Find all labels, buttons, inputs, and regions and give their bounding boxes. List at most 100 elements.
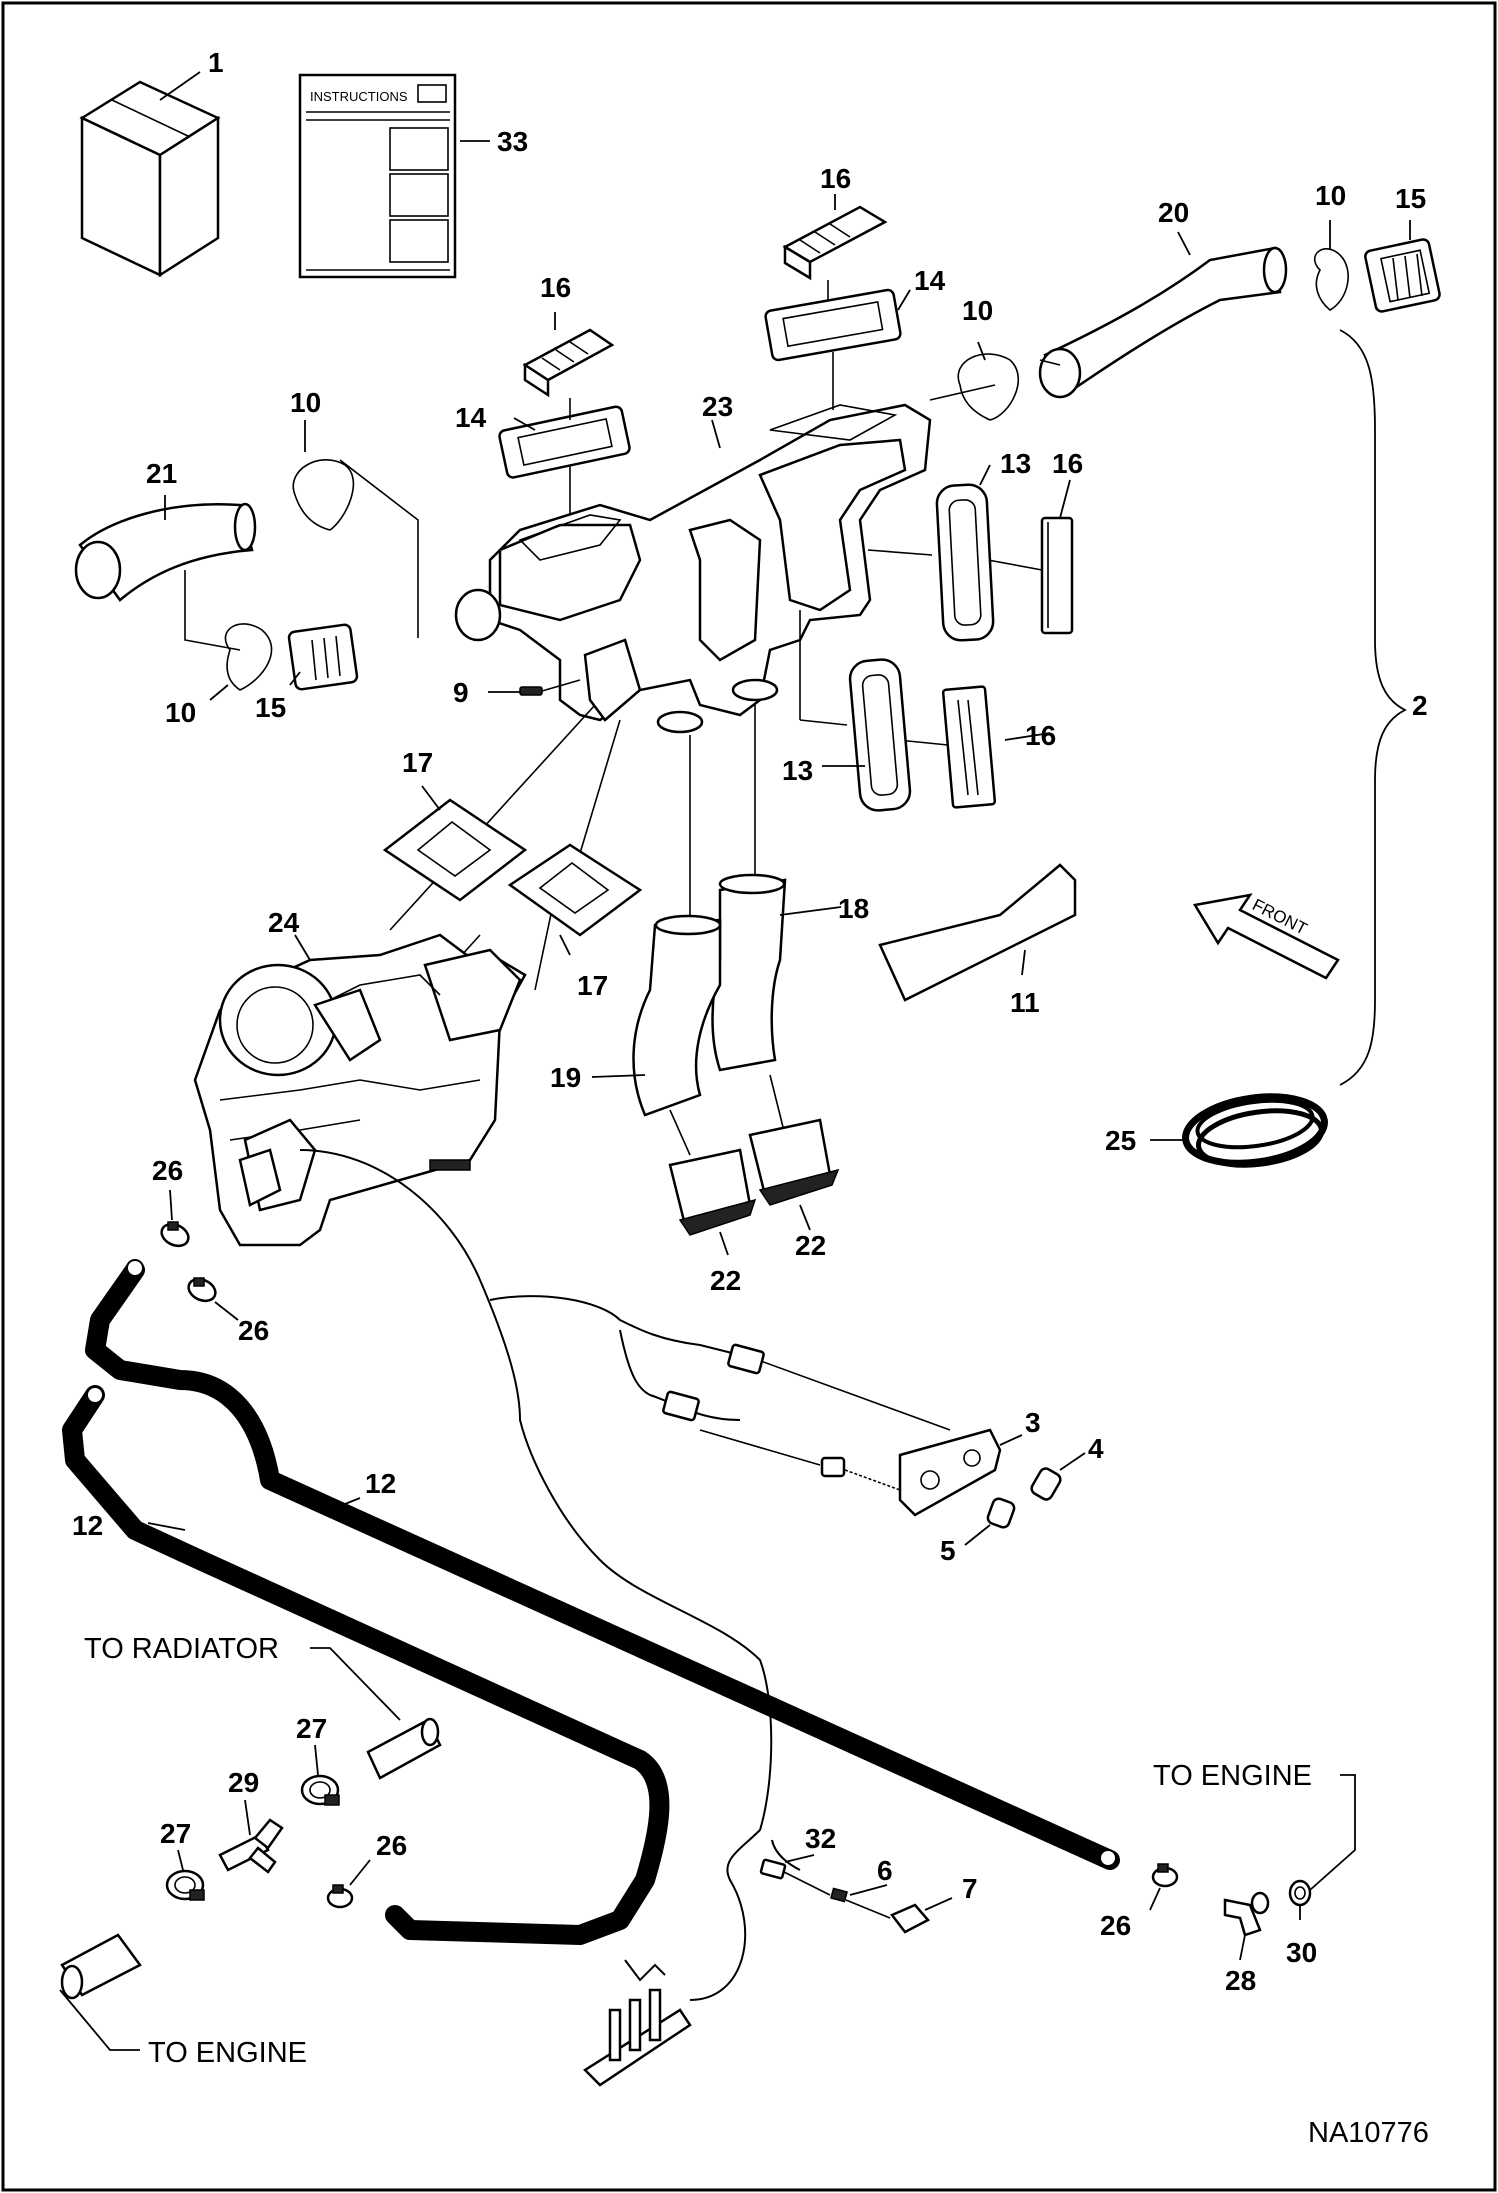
part-23-duct-assembly: [454, 403, 932, 734]
connector-lower: [662, 1390, 700, 1422]
callout-19: 19: [550, 1062, 581, 1093]
wire-harness-branch-upper: [489, 1295, 741, 1356]
callout-25: 25: [1105, 1125, 1136, 1156]
callout-10-upper-left: 10: [290, 387, 321, 418]
part-22-vent-right: [748, 1118, 840, 1206]
part-10-clamp-middle: [957, 353, 1020, 421]
part-17-gasket-upper: [382, 798, 528, 902]
to-radiator-label: TO RADIATOR: [84, 1633, 279, 1665]
callout-29: 29: [228, 1767, 259, 1798]
wire-harness-main: [299, 1149, 773, 2001]
callout-32: 32: [805, 1823, 836, 1854]
callout-11: 11: [1010, 987, 1040, 1018]
part-17-gasket-lower: [507, 843, 643, 937]
callout-26-middle: 26: [238, 1315, 269, 1346]
part-20-duct-hose: [1038, 246, 1288, 399]
front-direction-arrow: [1192, 893, 1340, 980]
part-10-clamp-lower-left: [224, 623, 273, 691]
kit-bracket-brace: [1339, 329, 1408, 1086]
callout-26-right: 26: [1100, 1910, 1131, 1941]
callout-27-lower: 27: [160, 1818, 191, 1849]
callout-21: 21: [146, 458, 177, 489]
callout-17-lower: 17: [577, 970, 608, 1001]
part-4-knob: [1030, 1467, 1062, 1501]
part-16-vent-upper-left: [522, 328, 615, 398]
callout-15-top-right: 15: [1395, 183, 1426, 214]
part-15-vent-left: [287, 623, 359, 691]
part-6-fuse: [830, 1887, 891, 1919]
callout-16-right-upper: 16: [1052, 448, 1083, 479]
connector-switch: [820, 1456, 846, 1478]
part-3-switch-panel: [844, 1428, 1002, 1517]
part-16-vent-right-upper: [1040, 516, 1074, 635]
leader-lines: [59, 71, 1411, 2051]
engine-hose-stub-left: [60, 1933, 142, 2000]
part-14-gasket-top-right: [764, 288, 902, 362]
callout-4: 4: [1088, 1433, 1104, 1464]
callout-30: 30: [1286, 1937, 1317, 1968]
callout-10-middle: 10: [962, 295, 993, 326]
callout-6: 6: [877, 1855, 893, 1886]
callout-12-left: 12: [72, 1510, 103, 1541]
callout-23: 23: [702, 391, 733, 422]
callout-16-top: 16: [820, 163, 851, 194]
part-26-clamp-right: [1151, 1863, 1179, 1888]
part-26-clamp-lower-left: [326, 1884, 354, 1909]
callout-16-right-lower: 16: [1025, 720, 1056, 751]
part-22-vent-left: [668, 1148, 757, 1236]
radiator-hose-stub: [366, 1717, 442, 1780]
callout-1: 1: [208, 47, 224, 78]
callout-33: 33: [497, 126, 528, 157]
part-12-coolant-hoses: [62, 1259, 1120, 1945]
to-engine-right-label: TO ENGINE: [1153, 1760, 1312, 1792]
part-10-clamp-top-right: [1313, 248, 1349, 311]
part-21-duct-hose: [74, 502, 257, 602]
part-18-duct-hose: [711, 873, 787, 1072]
callout-2: 2: [1412, 690, 1428, 721]
part-5-knob: [986, 1497, 1016, 1529]
part-15-vent-top-right: [1364, 238, 1441, 313]
callout-15-left: 15: [255, 692, 286, 723]
callout-5: 5: [940, 1535, 956, 1566]
callout-24: 24: [268, 907, 300, 938]
callout-3: 3: [1025, 1407, 1041, 1438]
callout-20: 20: [1158, 197, 1189, 228]
part-19-duct-hose: [632, 914, 722, 1117]
part-26-clamp-middle: [187, 1277, 217, 1303]
callout-numbers: 1 33 16 14 20 10 15 10 16 14 23 10 21 13…: [72, 47, 1429, 2149]
callout-26-upper: 26: [152, 1155, 183, 1186]
part-28-elbow-fitting: [1223, 1891, 1270, 1937]
callout-16-upper-left: 16: [540, 272, 571, 303]
callout-9: 9: [453, 677, 469, 708]
part-29-tee-fitting: [218, 1818, 284, 1874]
part-9-screw: [519, 679, 581, 696]
callout-10-top-right: 10: [1315, 180, 1346, 211]
callout-10-lower-left: 10: [165, 697, 196, 728]
part-32-connector: [759, 1858, 831, 1896]
drawing-number: NA10776: [1308, 2117, 1429, 2149]
part-27-clamp-lower: [165, 1869, 205, 1901]
callout-28: 28: [1225, 1965, 1256, 1996]
callout-7: 7: [962, 1873, 978, 1904]
part-33-instructions-sheet: [298, 73, 457, 279]
callout-13-upper: 13: [1000, 448, 1031, 479]
part-16-vent-top: [782, 205, 888, 281]
callout-22-left: 22: [710, 1265, 741, 1296]
callout-13-lower: 13: [782, 755, 813, 786]
callout-14-top: 14: [914, 265, 946, 296]
instructions-title: INSTRUCTIONS: [310, 89, 408, 104]
part-13-gasket-right-lower: [848, 658, 912, 812]
part-10-clamp-upper-left: [292, 459, 355, 531]
exploded-view-lines: [184, 359, 1061, 1156]
callout-26-lower-left: 26: [376, 1830, 407, 1861]
part-13-gasket-right-upper: [935, 483, 995, 642]
part-1-box: [79, 80, 221, 278]
part-24-heater-unit: [193, 933, 527, 1247]
part-27-clamp-upper: [300, 1774, 340, 1806]
part-16-vent-right-lower: [941, 685, 997, 809]
callout-27-upper: 27: [296, 1713, 327, 1744]
to-engine-left-label: TO ENGINE: [148, 2037, 307, 2069]
part-14-gasket-upper-left: [498, 405, 631, 479]
connector-upper: [727, 1343, 765, 1375]
